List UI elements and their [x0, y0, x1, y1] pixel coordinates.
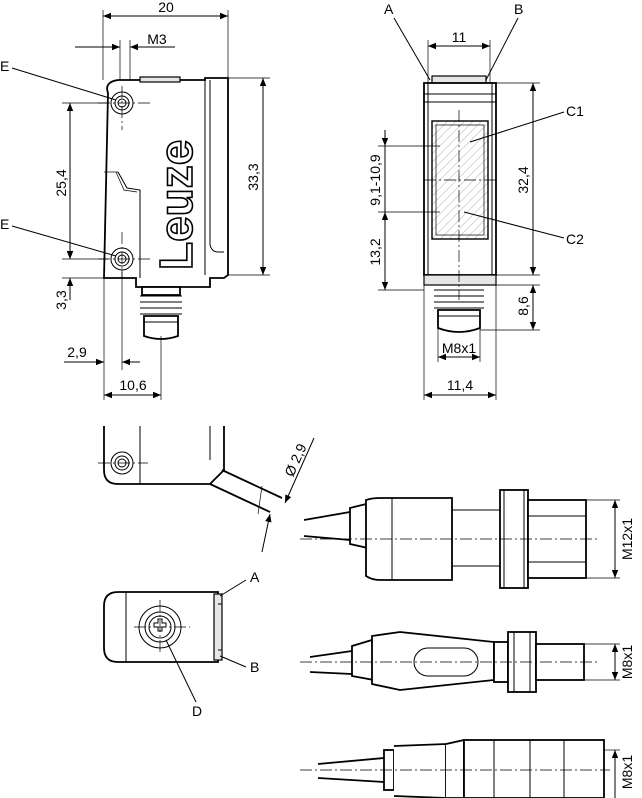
dim-bottom-offset: 3,3: [53, 290, 69, 310]
top-view: A B D: [103, 569, 260, 719]
dim-hole-offset: 2,9: [67, 344, 87, 360]
dim-height: 33,3: [245, 163, 261, 190]
label-b-side: B: [514, 1, 523, 17]
dim-connector-length: 8,6: [515, 296, 531, 316]
dim-lower: 13,2: [367, 238, 383, 265]
dim-side-height: 32,4: [515, 166, 531, 193]
dim-connector-thread: M8x1: [442, 340, 476, 356]
label-a-side: A: [384, 1, 394, 17]
label-b-top: B: [250, 659, 259, 675]
dim-bottom-width: 11,4: [447, 377, 473, 393]
label-d: D: [192, 703, 202, 719]
connector-m8-straight: M8x1: [300, 738, 635, 798]
dim-depth: 10,6: [119, 377, 146, 393]
dim-c-range: 9,1-10,9: [367, 154, 383, 206]
dim-top-width: 11: [452, 29, 467, 45]
connector-m8-angled: M8x1: [300, 631, 635, 693]
label-c2: C2: [566, 231, 584, 247]
cable-view: Leuze Ø 2,9: [98, 426, 315, 553]
label-c1: C1: [566, 103, 584, 119]
dim-m12: M12x1: [619, 518, 635, 560]
dim-thread-m3: M3: [147, 31, 167, 47]
connector-m12: M12x1: [300, 489, 635, 589]
dim-cable-diameter: Ø 2,9: [281, 441, 310, 479]
label-a-top: A: [250, 569, 260, 585]
dim-m8-b: M8x1: [619, 755, 635, 789]
label-e-top: E: [0, 58, 9, 74]
leuze-logo: Leuze: [150, 140, 202, 270]
side-view: 11 A B C1 C2 9,1-10,9 13,2 32,4: [367, 1, 584, 400]
dim-hole-spacing: 25,4: [53, 169, 69, 196]
front-view: 20 M3 Leuze E E 25,: [0, 0, 270, 400]
dim-m8-a: M8x1: [619, 645, 635, 679]
label-e-bottom: E: [0, 216, 9, 232]
dim-width: 20: [158, 0, 174, 15]
